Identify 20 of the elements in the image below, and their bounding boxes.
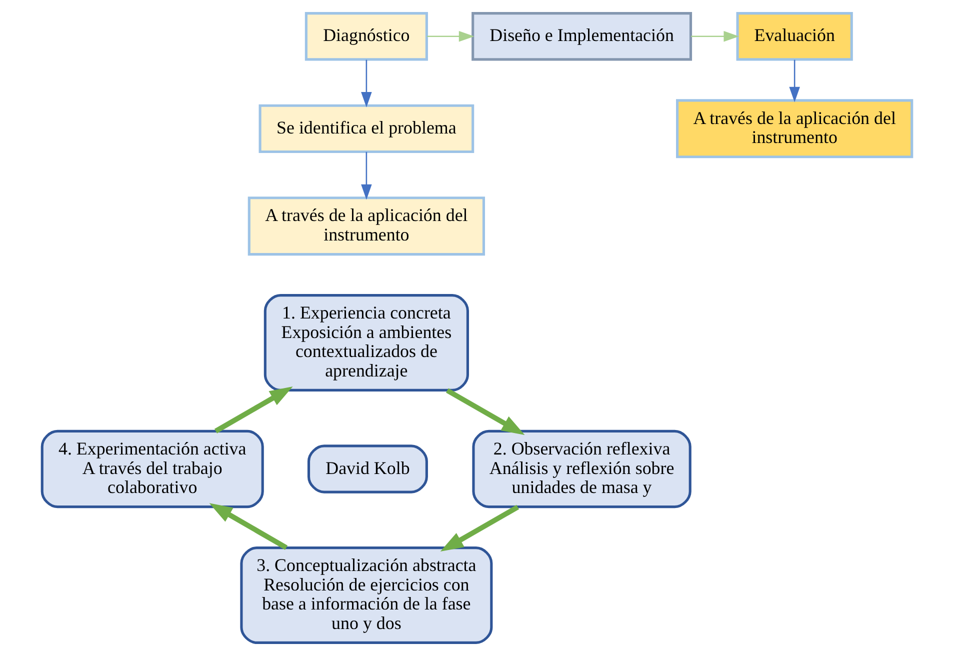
arrow	[214, 386, 292, 434]
node-box: Diagnóstico	[304, 12, 428, 61]
node-box: A través de la aplicación del instrumento	[676, 99, 913, 158]
arrow	[690, 30, 739, 42]
node-box: David Kolb	[306, 444, 428, 494]
arrow	[360, 60, 372, 108]
node-box: 2. Observación reflexiva Análisis y reflexión sobre unidades de masa y	[472, 430, 691, 508]
node-box: 3. Conceptualización abstracta Resolución de ejercicios con base a información de la fase uno y dos	[240, 546, 492, 644]
arrow	[445, 388, 524, 435]
node-box: Diseño e Implementación	[471, 12, 692, 61]
node-box: A través de la aplicación del instrumento	[247, 196, 485, 256]
node-box: 4. Experimentación activa A través del trabajo colaborativo	[40, 430, 264, 508]
node-box: 1. Experiencia concreta Exposición a ambientes contextualizados de aprendizaje	[263, 294, 468, 392]
arrow	[440, 504, 519, 552]
arrow	[426, 30, 474, 42]
node-box: Se identifica el problema	[258, 104, 474, 154]
arrow	[208, 503, 288, 550]
arrow	[788, 60, 800, 102]
node-box: Evaluación	[736, 12, 852, 61]
arrow	[360, 152, 372, 200]
